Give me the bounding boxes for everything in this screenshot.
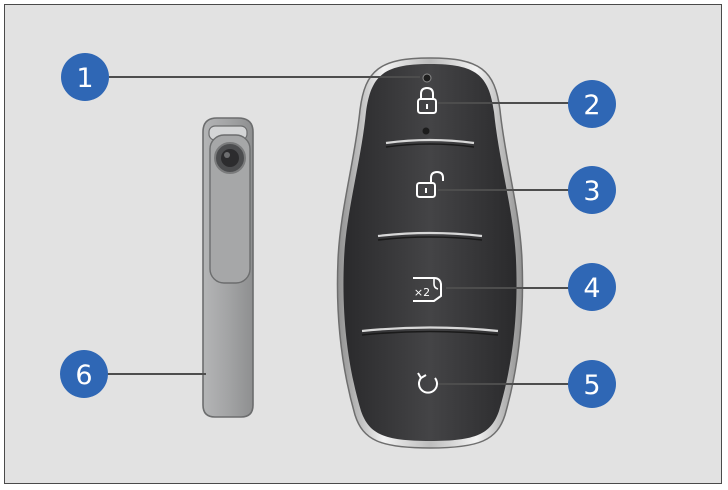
callout-1: 1: [61, 53, 109, 101]
callout-3: 3: [568, 166, 616, 214]
callout-2: 2: [568, 80, 616, 128]
remote-start-button[interactable]: [360, 340, 502, 432]
lock-icon: [417, 86, 437, 114]
tailgate-button[interactable]: ×2: [360, 244, 502, 326]
unlock-icon: [416, 170, 444, 198]
unlock-button[interactable]: [368, 150, 492, 230]
tailgate-x2-icon: ×2: [413, 277, 442, 302]
leader-lines: [105, 76, 572, 385]
callout-6-number: 6: [75, 360, 92, 391]
indicator-led: [422, 73, 432, 83]
callout-4-number: 4: [583, 273, 600, 304]
callout-3-number: 3: [583, 176, 600, 207]
button-divider: [361, 326, 499, 333]
smart-key-fob: ×2: [336, 57, 524, 449]
callout-4: 4: [568, 263, 616, 311]
callout-5: 5: [568, 360, 616, 408]
callout-1-number: 1: [76, 63, 93, 94]
callout-5-number: 5: [583, 370, 600, 401]
mechanical-key: [202, 117, 254, 418]
button-divider: [377, 231, 483, 238]
remote-start-icon: [417, 372, 438, 394]
button-divider: [385, 138, 475, 145]
callout-2-number: 2: [583, 90, 600, 121]
callout-6: 6: [60, 350, 108, 398]
lock-button[interactable]: [370, 86, 488, 134]
tailgate-x2-label: ×2: [414, 286, 430, 299]
